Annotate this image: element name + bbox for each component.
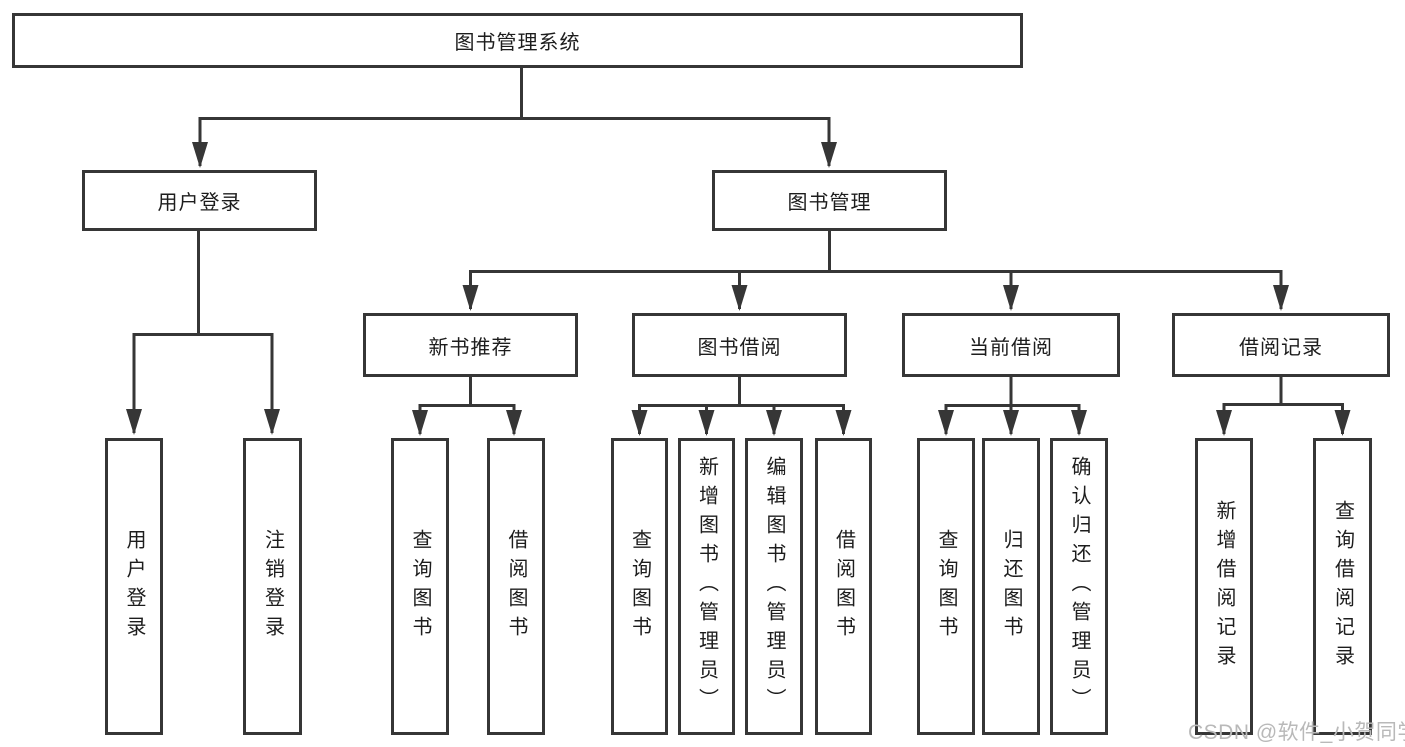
node-book-borrowing: 图书借阅 [632, 313, 847, 377]
node-leaf-bor-query-books: 查询图书 [611, 438, 668, 735]
node-leaf-log-add-borrow-record: 新增借阅记录 [1195, 438, 1253, 735]
node-book-management: 图书管理 [712, 170, 947, 231]
watermark: CSDN @软件_小贺同学 [1188, 721, 1405, 744]
node-new-book-recommend: 新书推荐 [363, 313, 578, 377]
node-leaf-bor-edit-books-admin: 编辑图书（管理员） [745, 438, 803, 735]
node-leaf-rec-query-books: 查询图书 [391, 438, 449, 735]
node-current-borrowing: 当前借阅 [902, 313, 1120, 377]
node-leaf-bor-add-books-admin: 新增图书（管理员） [678, 438, 735, 735]
node-leaf-rec-borrow-books: 借阅图书 [487, 438, 545, 735]
node-leaf-cur-return-books: 归还图书 [982, 438, 1040, 735]
node-leaf-log-query-borrow-record: 查询借阅记录 [1313, 438, 1372, 735]
node-leaf-bor-borrow-books: 借阅图书 [815, 438, 872, 735]
node-library-system: 图书管理系统 [12, 13, 1023, 68]
node-leaf-cur-confirm-return-admin: 确认归还（管理员） [1050, 438, 1108, 735]
node-leaf-logout: 注销登录 [243, 438, 302, 735]
node-user-login: 用户登录 [82, 170, 317, 231]
node-leaf-cur-query-books: 查询图书 [917, 438, 975, 735]
node-leaf-user-login: 用户登录 [105, 438, 163, 735]
node-borrow-records: 借阅记录 [1172, 313, 1390, 377]
